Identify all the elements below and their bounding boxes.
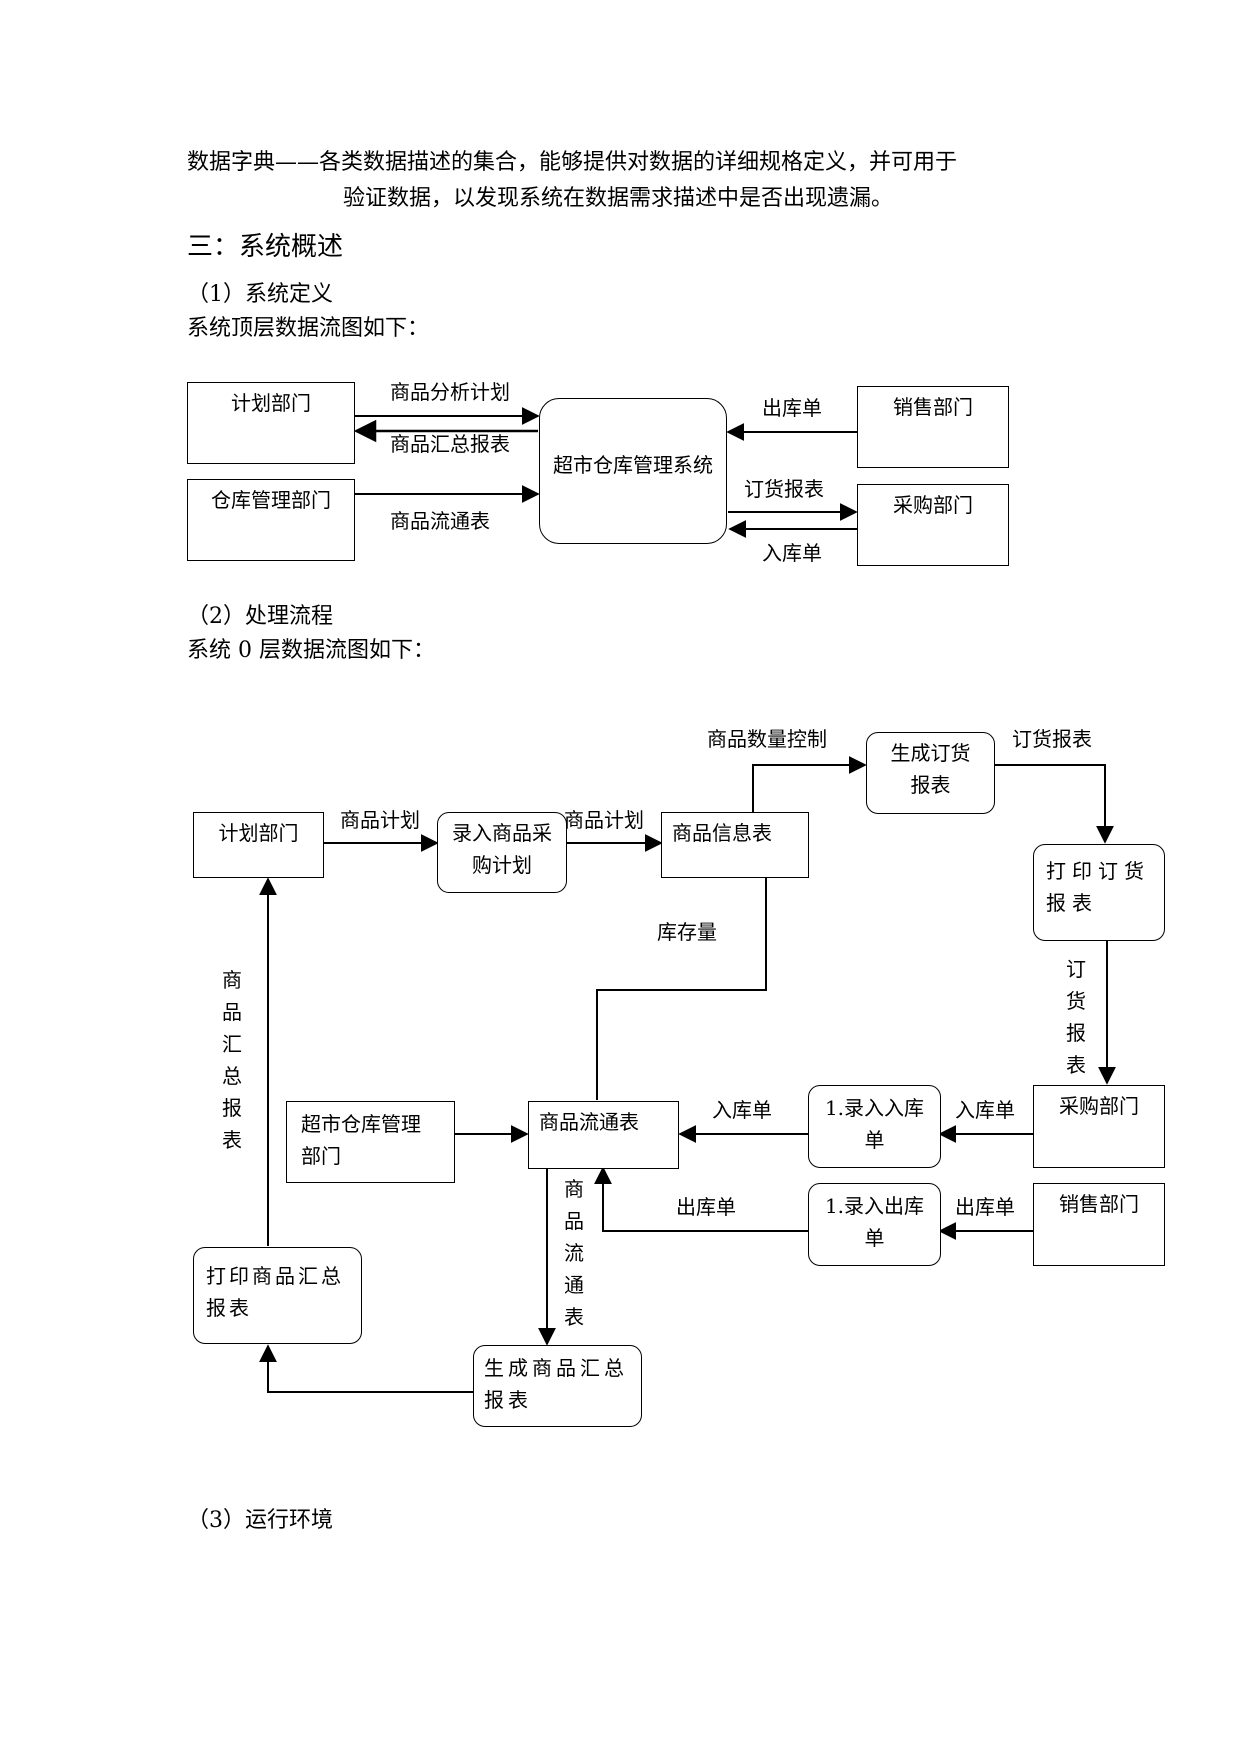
flow-label-outbound: 出库单: [762, 396, 822, 420]
entity-sales-dept: 销售部门: [857, 386, 1009, 468]
process-print-summary-report: 打印商品汇总报表: [193, 1247, 362, 1344]
flow-label-order-report: 订货报表: [1012, 727, 1092, 751]
flow-label-inbound-2: 入库单: [955, 1098, 1015, 1122]
node-sales-dept: 销售部门: [1033, 1183, 1165, 1266]
process-generate-summary-report: 生成商品汇总报表: [473, 1345, 642, 1427]
process-print-order-report: 打印订货报表: [1033, 844, 1165, 941]
top-diagram-caption: 系统顶层数据流图如下：: [187, 316, 430, 341]
node-goods-info-table: 商品信息表: [661, 812, 809, 878]
intro-line-2: 验证数据，以发现系统在数据需求描述中是否出现遗漏。: [343, 186, 894, 211]
flow-label-order-report-vertical: 订货报表: [1066, 957, 1086, 1077]
flow-label-circulation-vertical: 商品流通表: [564, 1177, 584, 1329]
entity-purchase-dept: 采购部门: [857, 484, 1009, 566]
flow-label-circulation: 商品流通表: [390, 509, 490, 533]
subheading-process-flow: （2）处理流程: [187, 604, 333, 629]
process-enter-purchase-plan: 录入商品采购计划: [437, 812, 567, 893]
intro-line-1: 数据字典——各类数据描述的集合，能够提供对数据的详细规格定义，并可用于: [187, 150, 958, 175]
flow-label-analysis-plan: 商品分析计划: [390, 380, 510, 404]
subheading-runtime-env: （3）运行环境: [187, 1508, 333, 1533]
entity-warehouse-dept: 仓库管理部门: [187, 479, 355, 561]
flow-label-inbound-1: 入库单: [712, 1098, 772, 1122]
subheading-system-definition: （1）系统定义: [187, 282, 333, 307]
process-enter-outbound: 1.录入出库单: [808, 1183, 941, 1266]
flow-label-goods-plan-1: 商品计划: [340, 808, 420, 832]
process-generate-order-report: 生成订货报表: [866, 732, 995, 814]
flow-label-qty-control: 商品数量控制: [707, 727, 827, 751]
node-purchase-dept: 采购部门: [1033, 1085, 1165, 1168]
process-enter-inbound: 1.录入入库单: [808, 1085, 941, 1168]
flow-label-stock: 库存量: [657, 920, 717, 944]
section-heading: 三：系统概述: [187, 232, 344, 262]
flow-label-goods-plan-2: 商品计划: [564, 808, 644, 832]
flow-label-order-report: 订货报表: [744, 477, 824, 501]
node-circulation-table: 商品流通表: [528, 1101, 679, 1169]
flow-label-outbound-2: 出库单: [955, 1195, 1015, 1219]
flow-label-summary-report: 商品汇总报表: [390, 432, 510, 456]
level0-diagram-caption: 系统 0 层数据流图如下：: [187, 638, 435, 663]
entity-plan-dept: 计划部门: [187, 382, 355, 464]
flow-label-outbound-1: 出库单: [676, 1195, 736, 1219]
flow-label-inbound: 入库单: [762, 541, 822, 565]
node-plan-dept: 计划部门: [193, 812, 324, 878]
process-warehouse-system: 超市仓库管理系统: [539, 398, 727, 544]
node-warehouse-dept: 超市仓库管理部门: [286, 1101, 455, 1183]
flow-label-summary-vertical: 商品汇总报表: [222, 968, 242, 1152]
